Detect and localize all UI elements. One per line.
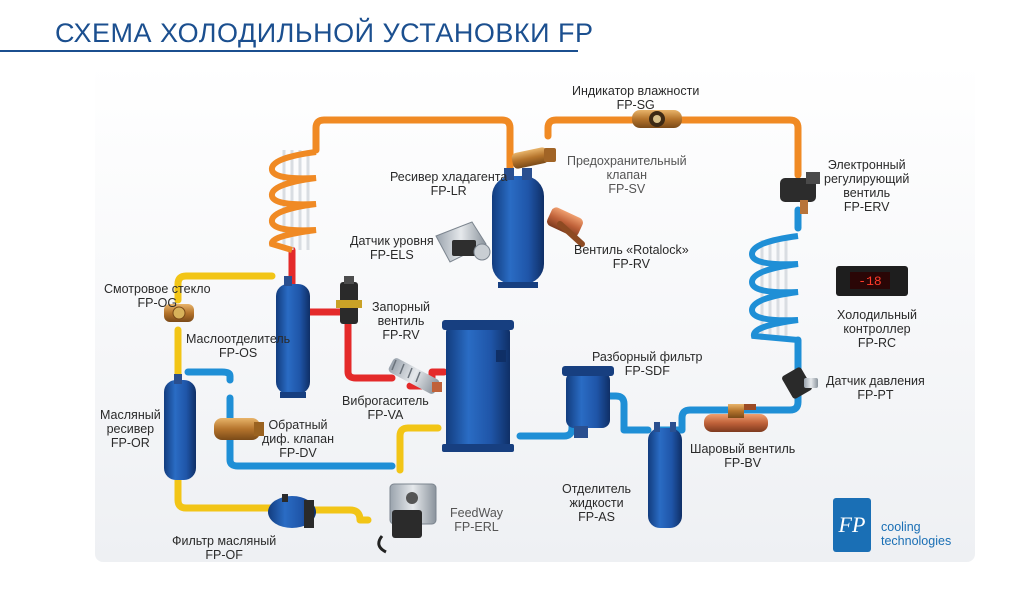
level-sensor — [435, 221, 491, 263]
oil-separator — [276, 276, 310, 398]
shutoff-valve — [336, 276, 362, 324]
rotalock-valve — [547, 207, 585, 247]
logo-mark-text: FP — [838, 512, 866, 537]
evaporator-coil — [748, 233, 799, 343]
diagram-background — [95, 62, 975, 562]
oil-receiver — [164, 374, 196, 480]
label-rotalock-valve: Вентиль «Rotalock»FP-RV — [574, 243, 689, 271]
safety-valve — [511, 147, 556, 169]
liquid-receiver — [492, 168, 544, 288]
suction-line — [184, 206, 802, 470]
title-underline — [0, 50, 578, 52]
liquid-accumulator — [648, 422, 682, 528]
page-title: СХЕМА ХОЛОДИЛЬНОЙ УСТАНОВКИ FP — [55, 18, 594, 48]
oil-filter — [268, 494, 316, 528]
condenser-coil — [269, 149, 317, 253]
oil-line — [174, 272, 442, 524]
feedway-level-regulator — [377, 483, 437, 554]
hot-gas-line — [312, 116, 802, 186]
ball-valve — [704, 404, 768, 432]
moisture-indicator — [632, 110, 682, 128]
refrigeration-controller: -18 — [836, 266, 908, 296]
compressor — [442, 320, 514, 452]
expansion-valve — [780, 172, 820, 214]
controller-display-value: -18 — [858, 274, 881, 289]
oil-sight-glass — [164, 304, 194, 322]
diff-check-valve — [214, 418, 264, 440]
fp-logo-mark: FP — [833, 498, 871, 552]
pressure-sensor — [782, 367, 818, 399]
vibration-absorber — [388, 358, 442, 394]
suction-filter — [562, 366, 614, 438]
